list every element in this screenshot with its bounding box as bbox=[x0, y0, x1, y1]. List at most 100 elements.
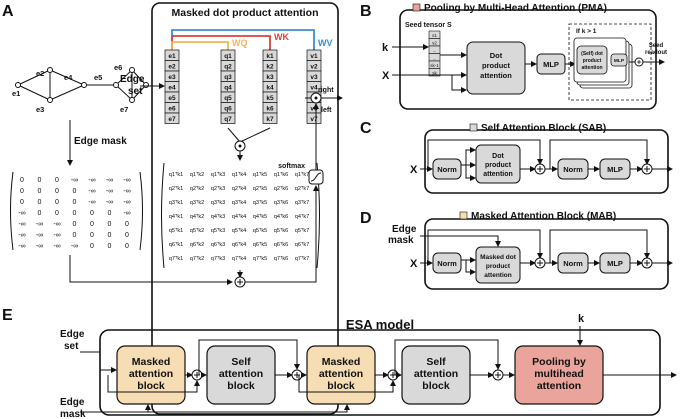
seed-cell-label: s2 bbox=[432, 41, 437, 46]
esa-block-label: block bbox=[137, 380, 165, 392]
b-k-label: k bbox=[382, 42, 389, 54]
esa-block-label: multihead bbox=[534, 368, 584, 380]
c-dot-line: attention bbox=[483, 171, 513, 178]
qk-cell: q6ᵀk6 bbox=[274, 241, 289, 248]
vector-cell-label: q2 bbox=[224, 64, 232, 71]
mask-cell: 0 bbox=[108, 210, 112, 217]
qk-cell: q3ᵀk6 bbox=[274, 199, 289, 206]
mask-cell: -∞ bbox=[106, 177, 113, 184]
esa-block-label: Self bbox=[231, 356, 251, 368]
qk-cell: q1ᵀk4 bbox=[232, 171, 247, 178]
b-dot-line: attention bbox=[480, 71, 512, 80]
pma-swatch bbox=[412, 3, 421, 12]
b-inner-line: (Self) dot bbox=[581, 51, 603, 57]
seed-cell-label: ... bbox=[433, 48, 437, 53]
edge-label: e3 bbox=[36, 105, 44, 114]
vector-cell-label: q1 bbox=[224, 53, 232, 60]
mask-cell: -∞ bbox=[123, 188, 130, 195]
panel-e: E ESA model Edge set Edge mask k Maskeda… bbox=[2, 307, 677, 419]
panel-d-letter: D bbox=[360, 210, 372, 227]
seed-cell bbox=[428, 68, 441, 77]
mask-cell: 0 bbox=[20, 177, 24, 184]
vector-cell-label: v1 bbox=[310, 53, 318, 60]
qk-cell: q7ᵀk3 bbox=[211, 255, 226, 262]
vector-cell-label: e6 bbox=[168, 106, 176, 113]
qk-cell: q3ᵀk7 bbox=[295, 199, 310, 206]
edge-label: e6 bbox=[114, 63, 122, 72]
panel-a-title: Masked dot product attention bbox=[172, 7, 319, 19]
edge-label: e7 bbox=[120, 105, 128, 114]
mask-cell: -∞ bbox=[36, 243, 43, 250]
d-dot-line: attention bbox=[484, 272, 511, 279]
c-x-label: X bbox=[410, 164, 418, 176]
mask-cell: 0 bbox=[73, 210, 77, 217]
c-dot-line: product bbox=[485, 162, 512, 169]
qk-cell: q1ᵀk2 bbox=[190, 171, 205, 178]
mask-cell: 0 bbox=[20, 199, 24, 206]
mask-cell: -∞ bbox=[18, 232, 25, 239]
seed-label: Seed tensor S bbox=[405, 22, 452, 29]
vector-cell-label: e5 bbox=[168, 95, 176, 102]
mask-cell: 0 bbox=[108, 221, 112, 228]
ifk-label: If k > 1 bbox=[576, 28, 597, 35]
seed-readout: readout bbox=[645, 50, 667, 56]
vector-cell-label: k2 bbox=[266, 64, 274, 71]
mask-cell: -∞ bbox=[53, 232, 60, 239]
e-edge-set: Edge bbox=[60, 329, 85, 340]
qk-cell: q1ᵀk5 bbox=[253, 171, 268, 178]
qk-cell: q7ᵀk4 bbox=[232, 255, 247, 262]
d-dot-line: Masked dot bbox=[480, 254, 517, 261]
d-norm1-box bbox=[432, 252, 462, 274]
wv-label: WV bbox=[318, 38, 333, 48]
qk-cell: q6ᵀk2 bbox=[190, 241, 205, 248]
qk-cell: q1ᵀk6 bbox=[274, 171, 289, 178]
vector-cell-label: e7 bbox=[168, 116, 176, 123]
mask-cell: 0 bbox=[55, 210, 59, 217]
qk-cell: q6ᵀk4 bbox=[232, 241, 247, 248]
mask-cell: -∞ bbox=[36, 232, 43, 239]
vector-cell-label: q5 bbox=[224, 95, 232, 102]
c-norm1: Norm bbox=[437, 165, 457, 174]
mask-cell: -∞ bbox=[123, 210, 130, 217]
mask-cell: 0 bbox=[125, 243, 129, 250]
vector-cell-label: k1 bbox=[266, 53, 274, 60]
esa-block-label: attention bbox=[537, 380, 581, 392]
qk-cell: q5ᵀk5 bbox=[253, 227, 268, 234]
qk-cell: q7ᵀk7 bbox=[295, 255, 310, 262]
edge-label: e2 bbox=[36, 69, 44, 78]
esa-block-label: block bbox=[327, 380, 355, 392]
vector-cell-label: q4 bbox=[224, 85, 232, 92]
qk-cell: q5ᵀk4 bbox=[232, 227, 247, 234]
qk-cell: q2ᵀk1 bbox=[169, 185, 184, 192]
panel-b-title: Pooling by Multi-Head Attention (PMA) bbox=[424, 3, 607, 14]
d-mlp: MLP bbox=[607, 259, 623, 268]
mask-cell: 0 bbox=[38, 188, 42, 195]
panel-b-frame bbox=[399, 9, 657, 110]
vector-cell-label: v3 bbox=[310, 74, 318, 81]
mask-cell: 0 bbox=[108, 243, 112, 250]
mask-cell: 0 bbox=[73, 221, 77, 228]
qk-cell: q2ᵀk3 bbox=[211, 185, 226, 192]
edge-set-label-2: set bbox=[128, 86, 143, 97]
panel-b: B Pooling by Multi-Head Attention (PMA) … bbox=[360, 3, 667, 110]
qk-cell: q4ᵀk6 bbox=[274, 213, 289, 220]
qk-cell: q2ᵀk2 bbox=[190, 185, 205, 192]
edge-label: e4 bbox=[64, 73, 73, 82]
mask-cell: 0 bbox=[125, 221, 129, 228]
qk-cell: q7ᵀk1 bbox=[169, 255, 184, 262]
e-edge-mask: mask bbox=[60, 409, 86, 419]
qk-cell: q1ᵀk3 bbox=[211, 171, 226, 178]
b-inner-line: attention bbox=[581, 65, 602, 71]
e-k-label: k bbox=[578, 313, 585, 325]
softmax-label: softmax bbox=[278, 163, 305, 170]
b-inner-line: product bbox=[583, 58, 602, 64]
vector-cell bbox=[262, 112, 278, 124]
mask-cell: 0 bbox=[38, 199, 42, 206]
mask-cell: -∞ bbox=[123, 177, 130, 184]
panel-c-letter: C bbox=[360, 120, 372, 137]
panel-e-frame bbox=[99, 329, 661, 416]
qk-cell: q4ᵀk1 bbox=[169, 213, 184, 220]
mask-cell: 0 bbox=[108, 232, 112, 239]
